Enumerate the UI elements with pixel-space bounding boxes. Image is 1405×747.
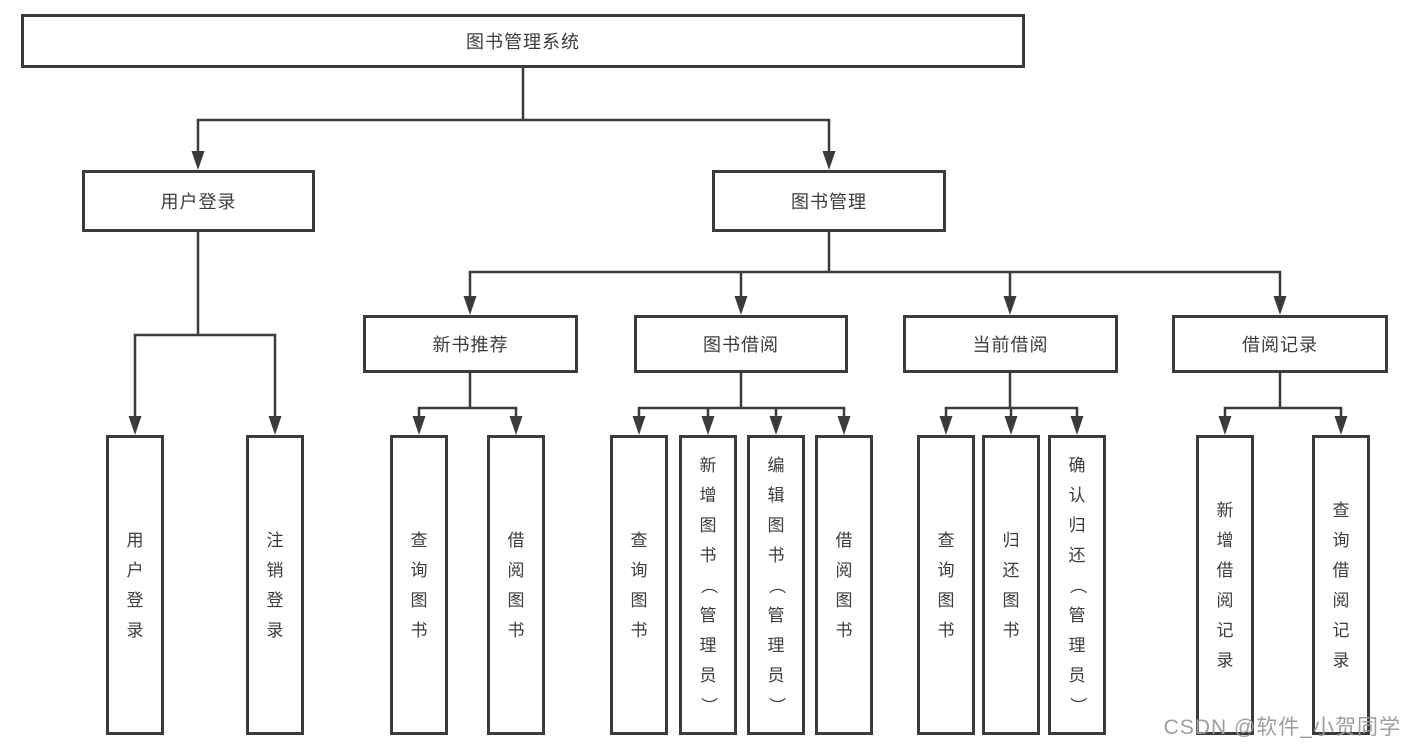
csdn-watermark: CSDN @软件_小贺同学: [1163, 716, 1401, 739]
node-user-login: 用户登录: [82, 170, 315, 232]
leaf-confirm-return-admin: 确认归还（管理员）: [1048, 435, 1106, 735]
node-borrow-records: 借阅记录: [1172, 315, 1388, 373]
leaf-logout: 注销登录: [246, 435, 304, 735]
node-label: 编辑图书（管理员）: [766, 455, 786, 714]
leaf-borrow-books-recommend: 借阅图书: [487, 435, 545, 735]
leaf-query-books-borrow: 查询图书: [610, 435, 668, 735]
node-label: 查询借阅记录: [1332, 500, 1350, 670]
node-label: 归还图书: [1002, 530, 1020, 640]
node-current-borrow: 当前借阅: [903, 315, 1118, 373]
connector-root-to-level2: [191, 68, 836, 170]
node-label: 注销登录: [266, 530, 284, 640]
connector-borrow-records-to-leaves: [1218, 373, 1348, 435]
connector-book-management-to-level3: [463, 232, 1287, 315]
leaf-query-books-recommend: 查询图书: [390, 435, 448, 735]
leaf-query-books-current: 查询图书: [917, 435, 975, 735]
node-label: 查询图书: [410, 530, 428, 640]
node-label: 借阅图书: [835, 530, 853, 640]
leaf-return-book: 归还图书: [982, 435, 1040, 735]
connector-user-login-to-leaves: [128, 232, 282, 435]
connector-new-book-recommend-to-leaves: [412, 373, 523, 435]
node-label: 新书推荐: [432, 335, 509, 355]
leaf-add-borrow-record: 新增借阅记录: [1196, 435, 1254, 735]
node-label: 图书借阅: [703, 335, 779, 355]
node-label: 新增图书（管理员）: [698, 455, 718, 714]
leaf-borrow-books: 借阅图书: [815, 435, 873, 735]
node-label: 借阅图书: [507, 530, 525, 640]
node-book-borrow: 图书借阅: [634, 315, 848, 373]
node-label: 借阅记录: [1242, 335, 1318, 355]
node-label: 确认归还（管理员）: [1067, 455, 1087, 714]
leaf-query-borrow-record: 查询借阅记录: [1312, 435, 1370, 735]
leaf-edit-book-admin: 编辑图书（管理员）: [747, 435, 805, 735]
leaf-user-login: 用户登录: [106, 435, 164, 735]
leaf-add-book-admin: 新增图书（管理员）: [679, 435, 737, 735]
node-label: 用户登录: [160, 192, 237, 212]
node-label: 查询图书: [630, 530, 648, 640]
connector-current-borrow-to-leaves: [939, 373, 1084, 435]
node-label: 图书管理: [791, 192, 867, 212]
node-new-book-recommend: 新书推荐: [363, 315, 578, 373]
node-root-system: 图书管理系统: [21, 14, 1025, 68]
node-label: 当前借阅: [972, 335, 1049, 355]
node-label: 新增借阅记录: [1216, 500, 1234, 670]
connector-book-borrow-to-leaves: [632, 373, 851, 435]
node-label: 查询图书: [937, 530, 955, 640]
node-label: 用户登录: [126, 530, 144, 640]
node-book-management: 图书管理: [712, 170, 946, 232]
node-label: 图书管理系统: [466, 32, 580, 52]
